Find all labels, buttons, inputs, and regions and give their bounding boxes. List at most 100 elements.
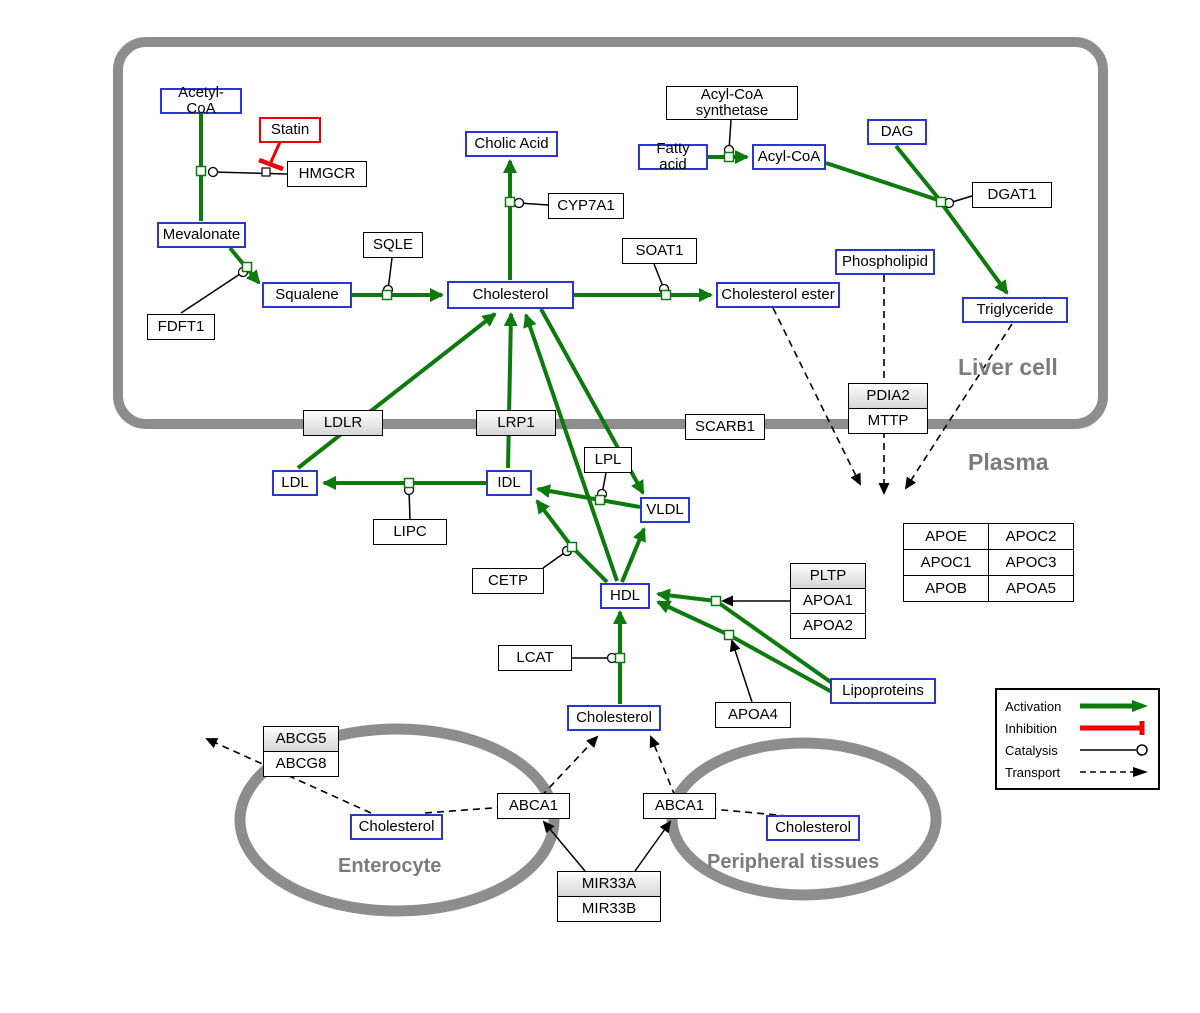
l-apoa4-hdl (729, 639, 753, 703)
node-cholesterol-ester[interactable]: Cholesterol ester (716, 282, 840, 308)
i-statin-line (269, 141, 282, 163)
node-squalene[interactable]: Squalene (262, 282, 352, 308)
node-apoe[interactable]: APOE (904, 524, 989, 550)
node-abca1-peripheral[interactable]: ABCA1 (643, 793, 716, 819)
legend-activation-label: Activation (1005, 698, 1062, 714)
legend-catalysis-label: Catalysis (1005, 742, 1058, 758)
legend-row-inhibition: Inhibition (1005, 720, 1150, 736)
node-idl[interactable]: IDL (486, 470, 532, 496)
node-apoa2[interactable]: APOA2 (790, 613, 866, 639)
node-apoa4[interactable]: APOA4 (715, 702, 791, 728)
l-mir33-abca1-right (634, 820, 672, 872)
node-cholesterol-liver[interactable]: Cholesterol (447, 281, 574, 309)
legend-inhibition-label: Inhibition (1005, 720, 1058, 736)
reaction-anchors (195, 151, 947, 664)
inhibition-tbar-icon (1080, 721, 1145, 735)
apolipoprotein-table: APOE APOC2 APOC1 APOC3 APOB APOA5 (903, 523, 1074, 602)
catalysis-circle-icon (1080, 744, 1148, 756)
node-dgat1[interactable]: DGAT1 (972, 182, 1052, 208)
legend-row-catalysis: Catalysis (1005, 742, 1150, 758)
a-dgat-triglyceride (940, 202, 1009, 295)
node-apob[interactable]: APOB (904, 576, 989, 602)
node-hdl[interactable]: HDL (600, 583, 650, 609)
node-scarb1[interactable]: SCARB1 (685, 414, 765, 440)
node-acyl-coa[interactable]: Acyl-CoA (752, 144, 826, 170)
node-mttp[interactable]: MTTP (848, 408, 928, 434)
l-mir33-abca1-left (542, 820, 586, 872)
c-acylcoa-synthetase (723, 119, 735, 156)
node-abcg8[interactable]: ABCG8 (263, 751, 339, 777)
node-mevalonate[interactable]: Mevalonate (157, 222, 246, 248)
t-cholesterolester-plasma (772, 307, 861, 486)
inhibition-anchor (261, 167, 271, 177)
plasma-label: Plasma (968, 449, 1049, 475)
node-cetp[interactable]: CETP (472, 568, 544, 594)
c-lipc (403, 484, 415, 520)
node-pltp[interactable]: PLTP (790, 563, 866, 589)
node-dag[interactable]: DAG (867, 119, 927, 145)
legend-row-activation: Activation (1005, 698, 1150, 714)
legend-row-transport: Transport (1005, 764, 1150, 780)
node-apoa5[interactable]: APOA5 (989, 576, 1074, 602)
node-apoc3[interactable]: APOC3 (989, 550, 1074, 576)
a-hdl-cholesterol (523, 313, 619, 582)
c-cyp7a1 (513, 197, 549, 209)
catalysis-edges (180, 119, 973, 664)
node-lrp1[interactable]: LRP1 (476, 410, 556, 436)
a-acylcoa-dgat-junction (825, 161, 939, 202)
c-fdft1 (180, 266, 249, 314)
node-fatty-acid[interactable]: Fatty acid (638, 141, 708, 173)
node-cyp7a1[interactable]: CYP7A1 (548, 193, 624, 219)
node-vldl[interactable]: VLDL (640, 497, 690, 523)
c-soat1 (653, 263, 670, 295)
node-mir33a[interactable]: MIR33A (557, 871, 661, 897)
node-apoc1[interactable]: APOC1 (904, 550, 989, 576)
transport-arrow-icon (1080, 767, 1148, 777)
node-hmgcr[interactable]: HMGCR (287, 161, 367, 187)
a-idl-cholesterol (503, 312, 518, 469)
node-abca1-enterocyte[interactable]: ABCA1 (497, 793, 570, 819)
c-cetp (542, 545, 573, 569)
node-cholesterol-peripheral[interactable]: Cholesterol (766, 815, 860, 841)
node-ldl[interactable]: LDL (272, 470, 318, 496)
a-hdl-idl-cetp (535, 499, 609, 584)
legend-transport-label: Transport (1005, 764, 1061, 780)
node-apoc2[interactable]: APOC2 (989, 524, 1074, 550)
c-dgat1 (943, 195, 973, 209)
liver-cell-label: Liver cell (958, 354, 1058, 380)
t-triglyceride-plasma (904, 323, 1013, 490)
node-cholesterol-plasma[interactable]: Cholesterol (567, 705, 661, 731)
node-ldlr[interactable]: LDLR (303, 410, 383, 436)
peripheral-tissues-label: Peripheral tissues (707, 851, 880, 873)
node-acetyl-coa[interactable]: Acetyl-CoA (160, 85, 242, 117)
node-pdia2[interactable]: PDIA2 (848, 383, 928, 409)
node-lpl[interactable]: LPL (584, 447, 632, 473)
node-fdft1[interactable]: FDFT1 (147, 314, 215, 340)
node-cholic-acid[interactable]: Cholic Acid (465, 131, 558, 157)
node-triglyceride[interactable]: Triglyceride (962, 297, 1068, 323)
enterocyte-membrane (234, 723, 560, 917)
node-sqle[interactable]: SQLE (363, 232, 423, 258)
node-apoa1[interactable]: APOA1 (790, 588, 866, 614)
inhibition-edge-statin-hmgcr (258, 141, 284, 172)
node-phospholipid[interactable]: Phospholipid (835, 249, 935, 275)
c-lpl (596, 472, 608, 500)
node-lipoproteins[interactable]: Lipoproteins (830, 678, 936, 704)
liver-cell-membrane (113, 37, 1108, 429)
node-cholesterol-enterocyte[interactable]: Cholesterol (350, 814, 443, 840)
a-dag-dgat-junction (894, 144, 941, 201)
node-acyl-coa-synthetase[interactable]: Acyl-CoA synthetase (666, 86, 798, 120)
a-hdl-vldl (620, 527, 646, 583)
node-statin[interactable]: Statin (259, 117, 321, 143)
node-lcat[interactable]: LCAT (498, 645, 572, 671)
node-lipc[interactable]: LIPC (373, 519, 447, 545)
node-abcg5[interactable]: ABCG5 (263, 726, 339, 752)
activation-arrow-icon (1080, 700, 1148, 712)
c-hmgcr (207, 166, 288, 178)
node-mir33b[interactable]: MIR33B (557, 896, 661, 922)
node-soat1[interactable]: SOAT1 (622, 238, 697, 264)
a-ldl-cholesterol (296, 312, 497, 470)
legend: Activation Inhibition Catalysis Transpor… (995, 688, 1160, 790)
